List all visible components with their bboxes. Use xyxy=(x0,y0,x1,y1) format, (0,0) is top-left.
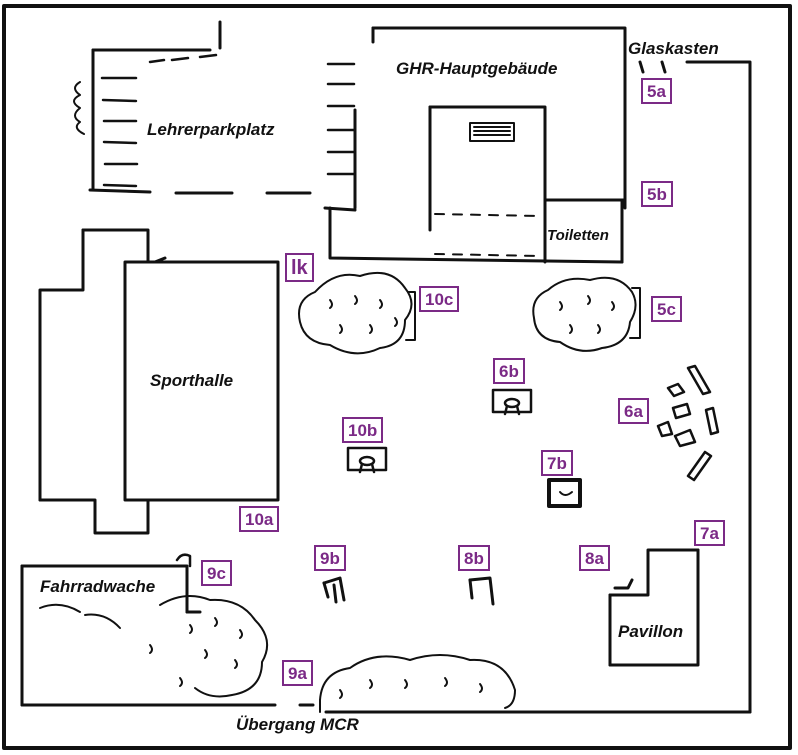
label-pavillon: Pavillon xyxy=(618,622,684,641)
marker-9c[interactable]: 9c xyxy=(201,560,232,586)
marker-6b[interactable]: 6b xyxy=(493,358,525,384)
main-building xyxy=(328,26,627,264)
seating-blocks xyxy=(656,364,720,482)
label-sporthalle: Sporthalle xyxy=(150,371,234,390)
hedge-icon xyxy=(319,654,516,713)
play-box-icon xyxy=(547,478,582,508)
outer-frame xyxy=(2,4,792,750)
parking-area xyxy=(88,20,357,212)
marker-7b[interactable]: 7b xyxy=(541,450,573,476)
marker-10a[interactable]: 10a xyxy=(239,506,280,532)
bush-icon xyxy=(532,276,641,352)
bench-icon xyxy=(468,576,495,606)
marker-9b[interactable]: 9b xyxy=(314,545,346,571)
marker-5a[interactable]: 5a xyxy=(641,78,672,104)
table-icon xyxy=(491,388,533,416)
marker-7a[interactable]: 7a xyxy=(694,520,725,546)
courtyard-dashes xyxy=(434,213,541,257)
marker-lk[interactable]: lk xyxy=(285,253,314,282)
parking-shrub xyxy=(73,81,85,135)
marker-6a[interactable]: 6a xyxy=(618,398,649,424)
marker-5c[interactable]: 5c xyxy=(651,296,682,322)
label-uebergang-mcr: Übergang MCR xyxy=(236,715,359,734)
marker-8b[interactable]: 8b xyxy=(458,545,490,571)
label-toiletten: Toiletten xyxy=(547,227,609,244)
label-fahrradwache: Fahrradwache xyxy=(40,577,156,596)
bench-icon xyxy=(322,576,346,604)
label-lehrerparkplatz: Lehrerparkplatz xyxy=(147,120,275,139)
marker-5b[interactable]: 5b xyxy=(641,181,673,207)
table-icon xyxy=(346,446,388,474)
marker-10b[interactable]: 10b xyxy=(342,417,384,443)
marker-9a[interactable]: 9a xyxy=(282,660,313,686)
marker-8a[interactable]: 8a xyxy=(579,545,610,571)
sports-hall xyxy=(38,228,280,535)
pavilion xyxy=(608,548,700,667)
label-hauptgebaeude: GHR-Hauptgebäude xyxy=(396,59,558,78)
parking-stripes xyxy=(100,53,356,188)
bench-icon xyxy=(175,553,192,568)
label-glaskasten: Glaskasten xyxy=(628,39,719,58)
marker-10c[interactable]: 10c xyxy=(419,286,460,312)
stairs-icon xyxy=(469,122,515,142)
bush-icon xyxy=(298,272,416,355)
property-boundary xyxy=(20,60,752,714)
bush-icon xyxy=(39,595,269,698)
